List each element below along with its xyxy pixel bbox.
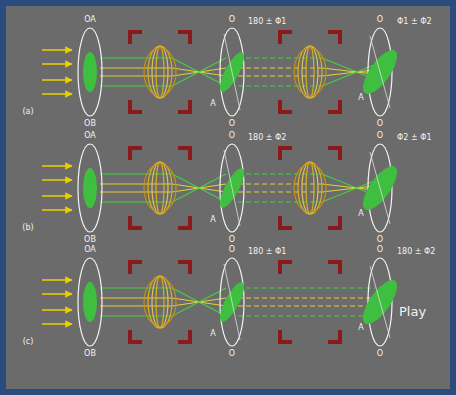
magnet-bracket bbox=[130, 148, 190, 228]
axis-label: O bbox=[228, 132, 236, 141]
axis-label: OA bbox=[83, 16, 97, 25]
lens bbox=[215, 258, 248, 346]
row-label: (a) bbox=[21, 108, 34, 117]
beam-lines bbox=[100, 174, 226, 202]
axis-label: O bbox=[228, 16, 236, 25]
lens bbox=[357, 258, 403, 346]
lens bbox=[357, 144, 403, 232]
lens bbox=[215, 28, 248, 116]
axis-label: A bbox=[209, 216, 216, 225]
coil bbox=[294, 46, 326, 98]
play-label: Play bbox=[398, 305, 427, 319]
lens bbox=[215, 144, 248, 232]
axis-label: O bbox=[376, 16, 384, 25]
axis-label: OB bbox=[83, 236, 97, 245]
coil bbox=[294, 162, 326, 214]
lens bbox=[78, 258, 102, 346]
incoming-arrows bbox=[42, 166, 72, 210]
setup-row-b bbox=[42, 144, 403, 232]
axis-label: OA bbox=[83, 246, 97, 255]
coil bbox=[144, 162, 176, 214]
beam-lines bbox=[238, 288, 376, 316]
axis-label: O bbox=[228, 120, 236, 129]
axis-label: OA bbox=[83, 132, 97, 141]
axis-label: A bbox=[209, 330, 216, 339]
magnet-bracket bbox=[280, 262, 340, 342]
axis-label: A bbox=[357, 94, 364, 103]
incoming-arrows bbox=[42, 280, 72, 324]
axis-label: A bbox=[357, 210, 364, 219]
magnet-bracket bbox=[280, 148, 340, 228]
axis-label: O bbox=[376, 120, 384, 129]
axis-label: O bbox=[376, 350, 384, 359]
angle-label: 180 ± Φ1 bbox=[247, 248, 287, 257]
beam-lines bbox=[100, 288, 226, 316]
angle-label: Φ1 ± Φ2 bbox=[396, 18, 433, 27]
coil bbox=[144, 46, 176, 98]
axis-label: O bbox=[376, 132, 384, 141]
angle-label: 180 ± Φ2 bbox=[247, 134, 287, 143]
row-label: (c) bbox=[22, 338, 35, 347]
axis-label: O bbox=[228, 246, 236, 255]
axis-label: A bbox=[357, 324, 364, 333]
axis-label: O bbox=[228, 350, 236, 359]
lens bbox=[78, 144, 102, 232]
angle-label: Φ2 ± Φ1 bbox=[396, 134, 433, 143]
lens bbox=[357, 28, 403, 116]
coil bbox=[144, 276, 176, 328]
lens bbox=[78, 28, 102, 116]
axis-label: A bbox=[209, 100, 216, 109]
angle-label: 180 ± Φ2 bbox=[396, 248, 436, 257]
beam-lines bbox=[100, 58, 226, 86]
setup-row-a bbox=[42, 28, 403, 116]
row-label: (b) bbox=[21, 224, 34, 233]
axis-label: O bbox=[376, 246, 384, 255]
axis-label: OB bbox=[83, 350, 97, 359]
magnet-bracket bbox=[130, 262, 190, 342]
angle-label: 180 ± Φ1 bbox=[247, 18, 287, 27]
setup-row-c bbox=[42, 258, 403, 346]
incoming-arrows bbox=[42, 50, 72, 94]
axis-label: OB bbox=[83, 120, 97, 129]
magnet-bracket bbox=[130, 32, 190, 112]
axis-label: O bbox=[376, 236, 384, 245]
axis-label: O bbox=[228, 236, 236, 245]
magnet-bracket bbox=[280, 32, 340, 112]
panel bbox=[6, 6, 450, 389]
